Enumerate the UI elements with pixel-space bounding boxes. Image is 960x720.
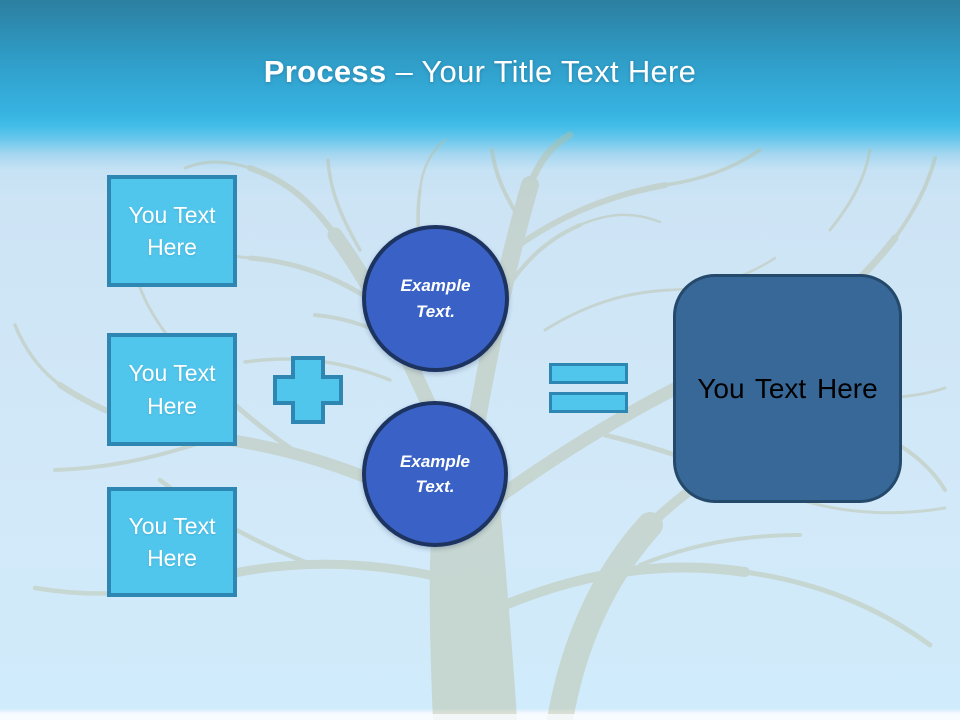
process-box-3[interactable]: You Text Here	[107, 487, 237, 597]
process-box-1-label: You Text Here	[128, 201, 216, 260]
example-circle-2-label: Example Text.	[400, 451, 470, 497]
title-rest: – Your Title Text Here	[395, 54, 697, 89]
equals-icon[interactable]	[549, 363, 628, 413]
slide-bottom-edge	[0, 714, 960, 720]
example-circle-2[interactable]: Example Text.	[362, 401, 508, 547]
example-circle-1-label: Example Text.	[400, 276, 471, 321]
process-box-2-label: You Text Here	[128, 360, 216, 419]
plus-icon[interactable]	[273, 356, 343, 424]
equals-bar-bottom	[549, 392, 628, 413]
result-box-label: You Text Here	[697, 372, 878, 404]
result-box[interactable]: You Text Here	[673, 274, 902, 503]
title-emphasis: Process	[263, 54, 387, 89]
process-box-1[interactable]: You Text Here	[107, 175, 237, 287]
slide-title[interactable]: Process– Your Title Text Here	[0, 54, 960, 90]
process-box-2[interactable]: You Text Here	[107, 333, 237, 446]
equals-bar-top	[549, 363, 628, 384]
process-box-3-label: You Text Here	[128, 512, 216, 571]
example-circle-1[interactable]: Example Text.	[362, 225, 509, 372]
